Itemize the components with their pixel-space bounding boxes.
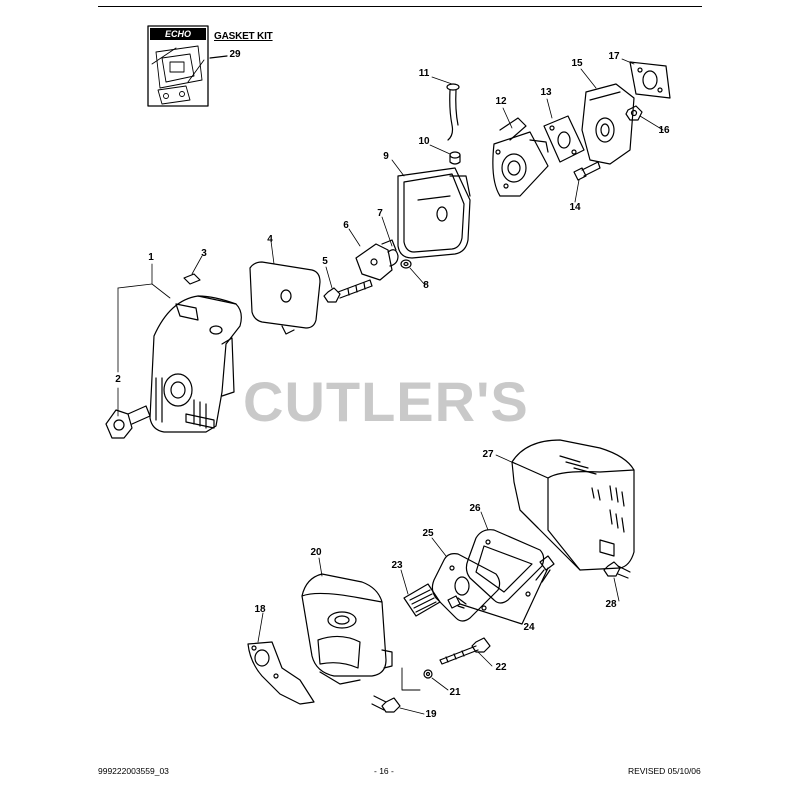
spark-arrestor <box>403 583 441 617</box>
carburetor <box>492 117 549 197</box>
muffler-cover <box>511 439 635 571</box>
part-label-8: 8 <box>423 280 429 291</box>
insulator-nut <box>625 105 643 121</box>
muffler-cover-bolt <box>603 561 631 579</box>
part-label-16: 16 <box>658 125 670 136</box>
muffler-bolts <box>447 555 555 625</box>
part-label-27: 27 <box>482 449 494 460</box>
part-label-18: 18 <box>254 604 266 615</box>
part-label-28: 28 <box>605 599 617 610</box>
part-label-26: 26 <box>469 503 481 514</box>
part-label-23: 23 <box>391 560 403 571</box>
part-label-24: 24 <box>523 622 535 633</box>
muffler-plate <box>431 553 501 622</box>
part-label-29: 29 <box>229 49 241 60</box>
muffler-long-bolt <box>439 637 491 665</box>
muffler-washer <box>423 669 433 679</box>
part-label-25: 25 <box>422 528 434 539</box>
part-label-21: 21 <box>449 687 461 698</box>
part-label-3: 3 <box>201 248 207 259</box>
muffler-gasket <box>247 641 315 705</box>
muffler <box>301 573 393 685</box>
gasket-kit-box <box>147 25 228 107</box>
part-label-10: 10 <box>418 136 430 147</box>
muffler-bolt-19 <box>371 695 401 713</box>
choke-clip <box>387 249 399 267</box>
part-label-1: 1 <box>148 252 154 263</box>
part-label-19: 19 <box>425 709 437 720</box>
insulator <box>581 83 635 165</box>
part-label-4: 4 <box>267 234 273 245</box>
air-cleaner-cover <box>149 295 242 433</box>
part-label-14: 14 <box>569 202 581 213</box>
footer-doc-number: 999222003559_03 <box>98 766 169 776</box>
intake-gasket <box>629 61 671 99</box>
air-filter-bolt <box>323 279 373 303</box>
echo-logo: ECHO <box>164 29 191 39</box>
air-cleaner-case <box>397 167 471 259</box>
part-label-9: 9 <box>383 151 389 162</box>
part-label-13: 13 <box>540 87 552 98</box>
air-filter <box>249 261 321 335</box>
exhaust-gasket <box>465 529 545 604</box>
top-rule <box>98 6 702 7</box>
gasket-kit-title: GASKET KIT <box>214 31 273 42</box>
part-label-7: 7 <box>377 208 383 219</box>
part-label-22: 22 <box>495 662 507 673</box>
part-label-2: 2 <box>115 374 121 385</box>
footer-page-number: - 16 - <box>374 766 394 776</box>
choke-plate <box>355 239 397 281</box>
leader-lines <box>117 58 664 715</box>
watermark: CUTLER'S <box>243 370 529 433</box>
cover-clip <box>183 273 201 285</box>
part-label-11: 11 <box>418 68 430 79</box>
footer-revised-date: REVISED 05/10/06 <box>628 766 701 776</box>
grommet <box>449 151 461 165</box>
insulator-bolt <box>573 161 601 181</box>
part-label-6: 6 <box>343 220 349 231</box>
part-label-20: 20 <box>310 547 322 558</box>
part-label-15: 15 <box>571 58 583 69</box>
cover-knob <box>105 405 151 439</box>
part-label-12: 12 <box>495 96 507 107</box>
gasket-kit-gaskets <box>151 45 205 105</box>
part-label-17: 17 <box>608 51 620 62</box>
carburetor-gasket <box>543 115 585 163</box>
part-label-5: 5 <box>322 256 328 267</box>
choke-rod <box>446 83 460 141</box>
choke-washer <box>400 259 412 269</box>
